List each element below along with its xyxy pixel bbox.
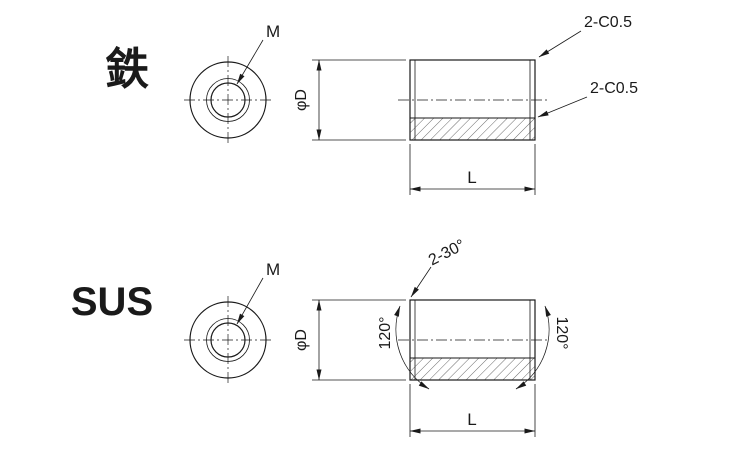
length-dimension: L — [409, 384, 536, 437]
diameter-label: φD — [293, 329, 310, 351]
material-label-steel: 鉄 — [105, 45, 149, 94]
chamfer-leader-outer — [538, 30, 582, 58]
drawing-sus: SUS M 2-30° 120° 120° — [71, 237, 570, 437]
sus-side-view: 2-30° 120° 120° φD L — [293, 237, 570, 437]
diameter-dimension: φD — [293, 59, 406, 141]
steel-side-view: 2-C0.5 2-C0.5 φD L — [293, 14, 638, 195]
cone-angle-arc-right — [515, 305, 551, 390]
diameter-label: φD — [293, 89, 310, 111]
thread-label: M — [266, 22, 280, 41]
length-label: L — [467, 168, 476, 187]
section-hatch — [410, 118, 535, 140]
cone-angle-arc-left — [394, 305, 430, 390]
length-dimension: L — [409, 144, 536, 195]
cone-angle-left-label: 120° — [377, 316, 394, 349]
sus-front-view: M — [184, 260, 280, 384]
thread-leader-line — [236, 39, 264, 85]
section-hatch — [410, 358, 535, 380]
drawing-steel: 鉄 M 2-C0.5 2-C0.5 φD — [105, 14, 638, 195]
length-label: L — [467, 410, 476, 429]
cone-angle-right-label: 120° — [553, 316, 570, 349]
chamfer-note-outer: 2-C0.5 — [584, 14, 632, 31]
thread-label: M — [266, 260, 280, 279]
steel-front-view: M — [184, 22, 280, 144]
chamfer-note-inner: 2-C0.5 — [590, 80, 638, 97]
material-label-sus: SUS — [71, 280, 153, 324]
tap-hole-circle — [210, 82, 246, 118]
chamfer-angle-note: 2-30° — [426, 237, 468, 270]
chamfer-angle-leader — [410, 266, 432, 298]
thread-major-circle — [206, 318, 250, 362]
outer-diameter-circle — [189, 301, 267, 379]
thread-major-circle — [206, 78, 250, 122]
thread-leader-line — [236, 277, 264, 325]
diameter-dimension: φD — [293, 299, 406, 381]
chamfer-leader-inner — [537, 96, 588, 118]
outer-diameter-circle — [189, 61, 267, 139]
tap-hole-circle — [210, 322, 246, 358]
